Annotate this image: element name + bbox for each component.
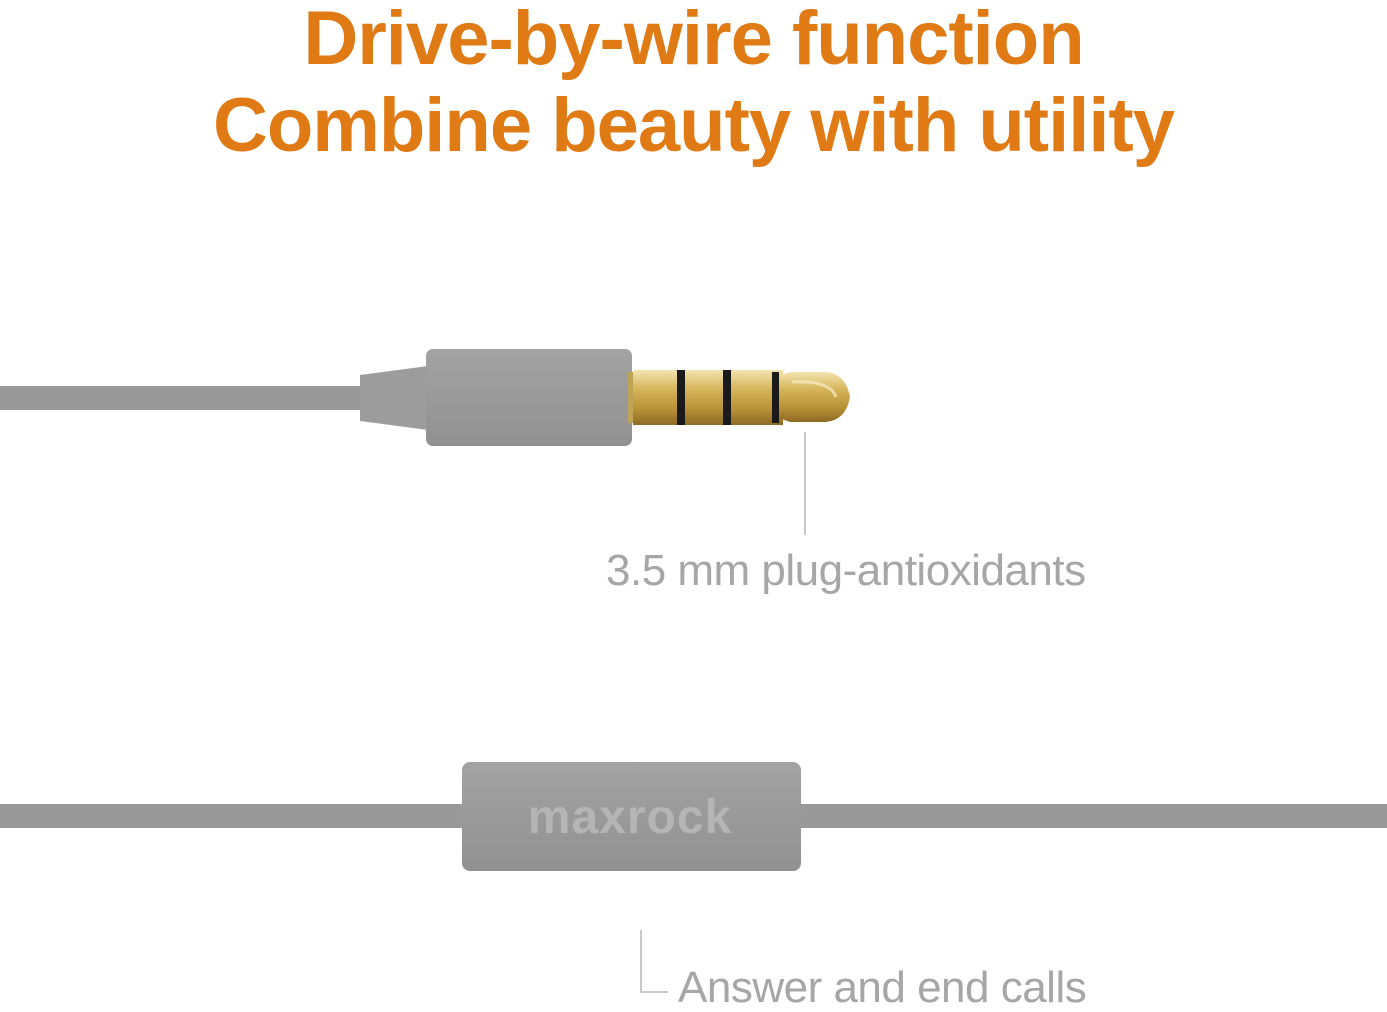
calls-caption: Answer and end calls: [678, 963, 1087, 1012]
headline-line-1: Drive-by-wire function: [303, 0, 1084, 81]
plug-ring-1: [677, 370, 685, 425]
calls-leader-line: [640, 930, 668, 993]
plug-caption: 3.5 mm plug-antioxidants: [606, 546, 1086, 595]
remote-brand-logo: maxrock: [528, 791, 732, 844]
lower-cable-left: [0, 804, 466, 828]
plug-collar: [628, 372, 634, 423]
plug-ring-2: [723, 370, 731, 425]
plug-ring-3: [772, 372, 779, 423]
lower-cable-right: [798, 804, 1387, 828]
audio-jack-plug: [0, 349, 850, 446]
upper-cable: [0, 386, 364, 410]
plug-sleeve: [633, 370, 783, 425]
headline-line-2: Combine beauty with utility: [212, 83, 1175, 168]
plug-housing: [426, 349, 632, 446]
plug-tip: [779, 372, 850, 422]
remote-body: [462, 762, 801, 871]
inline-remote: maxrock: [0, 762, 1387, 871]
strain-relief: [360, 366, 428, 430]
